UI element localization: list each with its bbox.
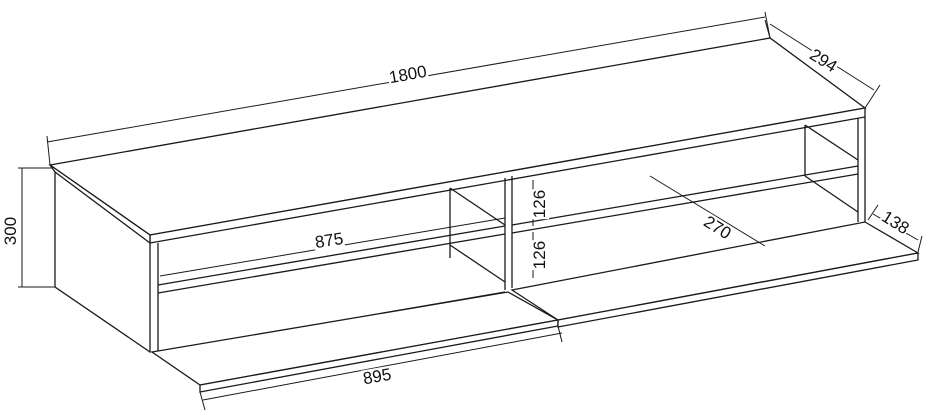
- dimension-upper-compartment-label: 126: [530, 188, 550, 220]
- left-flap-door: [150, 291, 560, 386]
- dimension-height-line: [18, 167, 55, 288]
- right-flap-edge: [557, 252, 919, 328]
- dimension-lower-compartment-label: 126: [530, 239, 550, 271]
- dimension-height-label: 300: [1, 215, 21, 247]
- left-side-panel: [49, 164, 151, 354]
